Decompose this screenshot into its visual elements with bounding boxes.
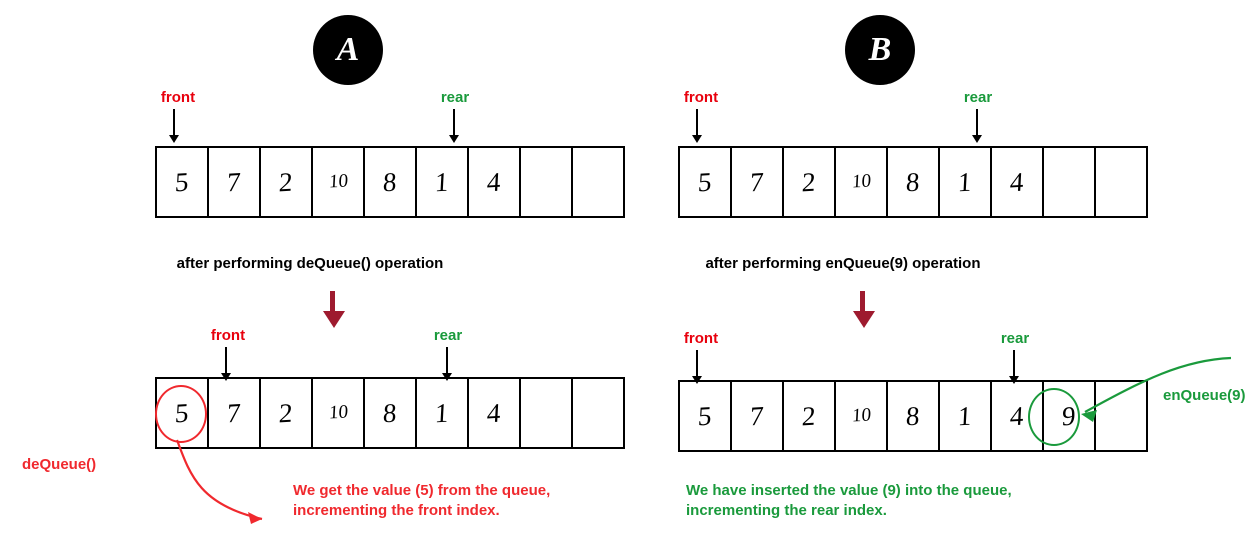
- queue-cell: 2: [784, 380, 836, 452]
- panel-badge-b: B: [845, 15, 915, 85]
- caption-b: after performing enQueue(9) operation: [705, 255, 981, 272]
- rear-label: rear: [963, 89, 993, 106]
- queue-cell: 7: [209, 146, 261, 218]
- queue-cell: [521, 377, 573, 449]
- dequeue-curve-arrow: [175, 439, 263, 524]
- queue-cell: 1: [940, 146, 992, 218]
- rear-label: rear: [1000, 330, 1030, 347]
- queue-cell: 1: [417, 146, 469, 218]
- enqueue-operation-label: enQueue(9): [1163, 387, 1245, 404]
- rear-pointer-bottom-b: rear: [985, 330, 1045, 384]
- queue-cell: 2: [261, 146, 313, 218]
- front-pointer-top-a: front: [148, 89, 208, 143]
- queue-cell: 5: [678, 380, 732, 452]
- caption-a: after performing deQueue() operation: [176, 255, 444, 272]
- enqueue-highlight-circle: [1028, 388, 1080, 446]
- queue-cell: [1096, 146, 1148, 218]
- queue-cell: 10: [836, 380, 888, 452]
- queue-cell: 10: [313, 377, 365, 449]
- queue-bottom-b: 5 7 2 10 8 1 4 9: [678, 380, 1148, 452]
- rear-label: rear: [440, 89, 470, 106]
- queue-cell: 7: [732, 146, 784, 218]
- rear-pointer-top-a: rear: [425, 89, 485, 143]
- queue-cell: 8: [888, 380, 940, 452]
- queue-cell: [521, 146, 573, 218]
- rear-label: rear: [433, 327, 463, 344]
- dequeue-operation-label: deQueue(): [22, 456, 97, 473]
- front-label: front: [160, 89, 196, 106]
- enqueue-curve-arrow: [1081, 356, 1232, 422]
- queue-cell: 10: [313, 146, 365, 218]
- note-b: We have inserted the value (9) into the …: [686, 482, 1012, 520]
- queue-cell: 2: [261, 377, 313, 449]
- panel-badge-a: A: [313, 15, 383, 85]
- queue-cell: [573, 146, 625, 218]
- queue-cell: 4: [469, 146, 521, 218]
- queue-top-b: 5 7 2 10 8 1 4: [678, 146, 1148, 218]
- panel-badge-b-label: B: [868, 31, 892, 68]
- panel-dequeue: A 5 7 2 10 8 1 4 front rear after perfor…: [0, 0, 625, 558]
- queue-cell: 4: [992, 146, 1044, 218]
- panel-badge-a-label: A: [336, 31, 360, 68]
- note-a: We get the value (5) from the queue, inc…: [293, 482, 551, 520]
- queue-cell: 4: [469, 377, 521, 449]
- queue-cell: 5: [155, 146, 209, 218]
- queue-cell: 1: [940, 380, 992, 452]
- queue-cell: [1096, 380, 1148, 452]
- queue-cell: 10: [836, 146, 888, 218]
- queue-cell: 8: [365, 146, 417, 218]
- rear-pointer-bottom-a: rear: [418, 327, 478, 381]
- queue-cell: 8: [365, 377, 417, 449]
- queue-top-a: 5 7 2 10 8 1 4: [155, 146, 625, 218]
- front-pointer-bottom-a: front: [198, 327, 258, 381]
- queue-cell: 8: [888, 146, 940, 218]
- panel-enqueue: B 5 7 2 10 8 1 4 front rear after perfor…: [623, 0, 1245, 558]
- queue-cell: 7: [732, 380, 784, 452]
- front-pointer-bottom-b: front: [671, 330, 731, 384]
- rear-pointer-top-b: rear: [948, 89, 1008, 143]
- queue-cell: 7: [209, 377, 261, 449]
- front-pointer-top-b: front: [671, 89, 731, 143]
- front-label: front: [210, 327, 246, 344]
- dequeue-highlight-circle: [155, 385, 207, 443]
- queue-cell: 2: [784, 146, 836, 218]
- queue-cell: [1044, 146, 1096, 218]
- front-label: front: [683, 330, 719, 347]
- queue-bottom-a: 5 7 2 10 8 1 4: [155, 377, 625, 449]
- front-label: front: [683, 89, 719, 106]
- queue-cell: [573, 377, 625, 449]
- queue-cell: 5: [678, 146, 732, 218]
